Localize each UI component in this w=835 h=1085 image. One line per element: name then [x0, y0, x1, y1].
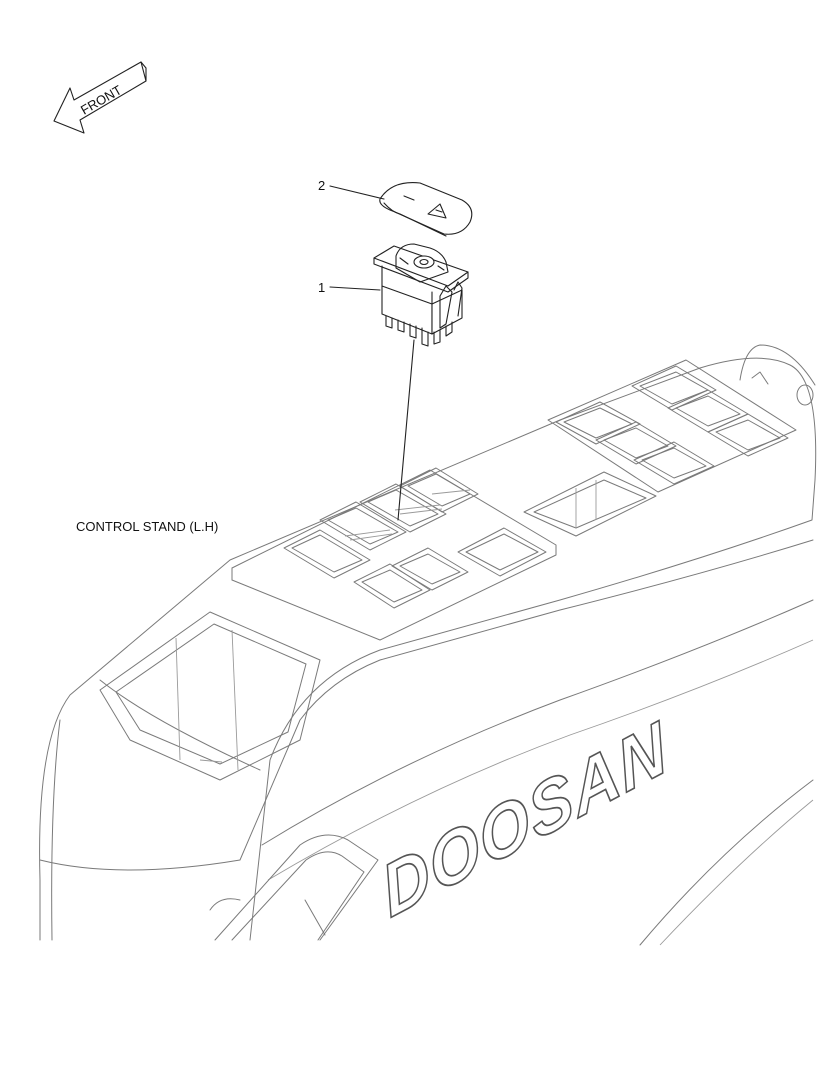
rocker-switch-icon	[373, 243, 469, 347]
front-arrow-icon: FRONT	[53, 61, 147, 134]
control-stand-housing	[39, 344, 817, 946]
assembly-label: CONTROL STAND (L.H)	[76, 519, 218, 534]
callout-1: 1	[318, 280, 381, 295]
doosan-logo-text: DOOSAN	[375, 706, 676, 934]
housing-front-slot	[99, 611, 321, 781]
install-leader-line	[397, 339, 415, 521]
callout-1-number: 1	[318, 280, 325, 295]
switch-slot-middle	[523, 471, 657, 537]
switch-panel-lower	[231, 467, 557, 641]
callout-2-number: 2	[318, 178, 325, 193]
lever-bracket	[209, 834, 379, 941]
callout-2: 2	[318, 178, 385, 200]
doosan-logo: DOOSAN	[374, 705, 677, 934]
rocker-cap-icon	[379, 182, 473, 237]
switch-panel-upper	[547, 359, 797, 493]
